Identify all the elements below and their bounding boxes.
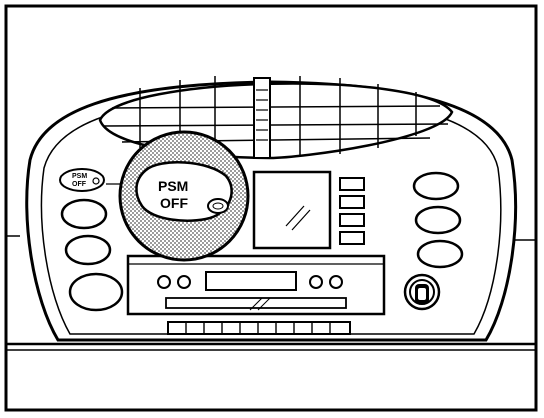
audio-knob-1 xyxy=(157,275,171,289)
audio-display xyxy=(205,271,297,291)
psm-small-label-1: PSM xyxy=(72,173,87,180)
right-oval-2 xyxy=(414,205,462,235)
right-button-ovals xyxy=(412,171,464,269)
psm-off-button-magnified[interactable]: PSM OFF xyxy=(135,161,233,222)
right-oval-3 xyxy=(416,239,464,269)
psm-off-callout: PSM OFF xyxy=(118,130,250,262)
audio-knob-3 xyxy=(309,275,323,289)
screen-button-1 xyxy=(339,177,365,191)
audio-knob-2 xyxy=(177,275,191,289)
figure-frame xyxy=(4,4,538,412)
screen-side-buttons xyxy=(339,177,365,245)
display-screen xyxy=(252,170,332,250)
left-oval-2 xyxy=(64,234,112,266)
psm-small-label-2: OFF xyxy=(72,181,87,188)
left-oval-1 xyxy=(60,198,108,230)
screen-button-3 xyxy=(339,213,365,227)
screen-button-2 xyxy=(339,195,365,209)
psm-indicator-small xyxy=(92,177,100,185)
audio-unit xyxy=(126,254,386,316)
psm-off-small-button[interactable]: PSM OFF xyxy=(59,168,105,192)
left-oval-3 xyxy=(68,272,124,312)
psm-label-line2: OFF xyxy=(160,195,188,211)
psm-label-line1: PSM xyxy=(158,178,188,194)
ignition-knob xyxy=(403,273,441,311)
left-button-ovals xyxy=(60,198,124,312)
cd-slot xyxy=(165,297,347,309)
bottom-button-strip xyxy=(167,321,351,335)
screen-button-4 xyxy=(339,231,365,245)
right-oval-1 xyxy=(412,171,460,201)
audio-knob-4 xyxy=(329,275,343,289)
